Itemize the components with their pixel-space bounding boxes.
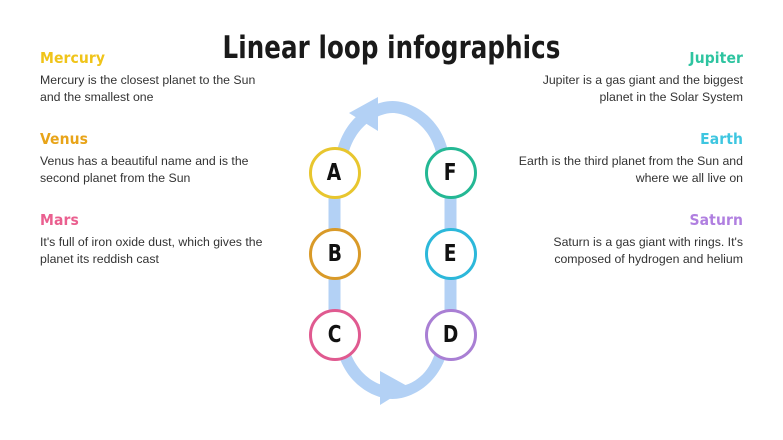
- node-label-d: D: [442, 321, 459, 348]
- entry-body-jupiter: Jupiter is a gas giant and the biggest p…: [542, 73, 743, 105]
- entry-venus: Venus Venus has a beautiful name and is …: [40, 130, 276, 187]
- entry-heading-venus: Venus: [40, 130, 89, 148]
- node-circle-d[interactable]: D: [424, 309, 477, 361]
- node-circle-b[interactable]: B: [308, 228, 361, 280]
- entry-jupiter: Jupiter Jupiter is a gas giant and the b…: [507, 49, 743, 106]
- entry-heading-jupiter: Jupiter: [689, 49, 743, 67]
- entry-body-mercury: Mercury is the closest planet to the Sun…: [40, 73, 256, 105]
- entry-heading-saturn: Saturn: [689, 211, 743, 229]
- node-label-e: E: [444, 240, 457, 267]
- node-circle-e[interactable]: E: [424, 228, 477, 280]
- entry-mercury: Mercury Mercury is the closest planet to…: [40, 49, 276, 106]
- entry-body-venus: Venus has a beautiful name and is the se…: [40, 154, 249, 186]
- bottom-arc-path: [334, 327, 451, 399]
- node-circle-a[interactable]: A: [308, 147, 361, 199]
- node-label-b: B: [327, 240, 342, 267]
- entry-heading-earth: Earth: [700, 130, 743, 148]
- node-label-a: A: [327, 159, 342, 186]
- entry-body-earth: Earth is the third planet from the Sun a…: [518, 154, 743, 186]
- bottom-arrow-head-icon: [380, 371, 409, 405]
- entry-saturn: Saturn Saturn is a gas giant with rings.…: [507, 211, 743, 268]
- entry-body-saturn: Saturn is a gas giant with rings. It's c…: [553, 235, 743, 267]
- node-label-c: C: [327, 321, 342, 348]
- entry-heading-mercury: Mercury: [40, 49, 106, 67]
- loop-diagram: A B C D E F: [285, 95, 500, 405]
- top-arrow-head-icon: [349, 97, 378, 131]
- page-title: Linear loop infographics: [222, 30, 561, 66]
- entry-body-mars: It's full of iron oxide dust, which give…: [40, 235, 263, 267]
- entry-earth: Earth Earth is the third planet from the…: [507, 130, 743, 187]
- node-circle-f[interactable]: F: [424, 147, 477, 199]
- entry-mars: Mars It's full of iron oxide dust, which…: [40, 211, 276, 268]
- node-circle-c[interactable]: C: [308, 309, 361, 361]
- node-label-f: F: [444, 159, 457, 186]
- entry-heading-mars: Mars: [40, 211, 79, 229]
